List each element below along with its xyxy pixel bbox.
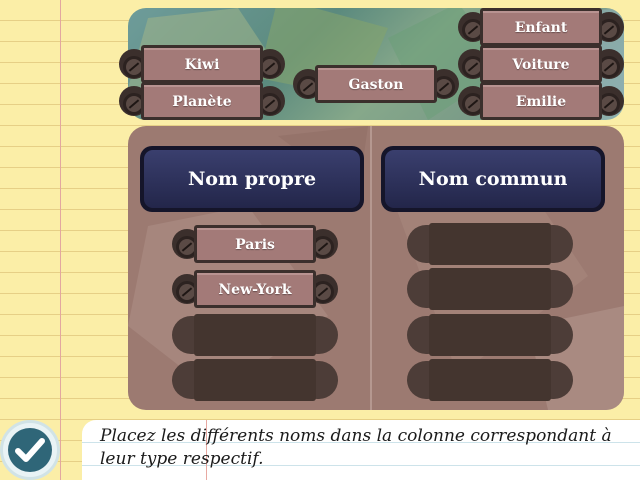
drop-slot[interactable] bbox=[407, 268, 573, 310]
drop-slot[interactable] bbox=[407, 359, 573, 401]
word-tag-label: Kiwi bbox=[144, 48, 260, 80]
word-tag-label: Planète bbox=[144, 85, 260, 117]
instruction-text: Placez les différents noms dans la colon… bbox=[100, 426, 612, 469]
word-tag-emilie[interactable]: Emilie bbox=[458, 82, 624, 120]
placed-tag-paris[interactable]: Paris bbox=[172, 225, 338, 263]
notebook-margin-line bbox=[60, 0, 61, 480]
word-tag-voiture[interactable]: Voiture bbox=[458, 45, 624, 83]
column-header-nom-propre: Nom propre bbox=[140, 146, 364, 212]
word-tag-label: Voiture bbox=[483, 48, 599, 80]
drop-slot[interactable] bbox=[407, 223, 573, 265]
column-header-nom-commun: Nom commun bbox=[381, 146, 605, 212]
word-tag-label: Emilie bbox=[483, 85, 599, 117]
instruction-panel: Placez les différents noms dans la colon… bbox=[82, 420, 640, 480]
validate-disc bbox=[8, 428, 52, 472]
word-tag-enfant[interactable]: Enfant bbox=[458, 8, 624, 46]
validate-button[interactable] bbox=[0, 420, 60, 480]
word-tag-gaston[interactable]: Gaston bbox=[293, 65, 459, 103]
drop-slot[interactable] bbox=[172, 314, 338, 356]
word-tag-planete[interactable]: Planète bbox=[119, 82, 285, 120]
word-tag-kiwi[interactable]: Kiwi bbox=[119, 45, 285, 83]
column-divider bbox=[370, 126, 372, 410]
instruction-margin-line bbox=[206, 420, 207, 480]
word-tag-label: Enfant bbox=[483, 11, 599, 43]
word-tag-label: Gaston bbox=[318, 68, 434, 100]
placed-tag-new-york[interactable]: New-York bbox=[172, 270, 338, 308]
checkmark-icon bbox=[15, 438, 45, 462]
drop-slot[interactable] bbox=[172, 359, 338, 401]
drop-slot[interactable] bbox=[407, 314, 573, 356]
word-tag-label: Paris bbox=[197, 228, 313, 260]
column-header-label: Nom propre bbox=[144, 150, 360, 208]
word-tag-label: New-York bbox=[197, 273, 313, 305]
column-header-label: Nom commun bbox=[385, 150, 601, 208]
